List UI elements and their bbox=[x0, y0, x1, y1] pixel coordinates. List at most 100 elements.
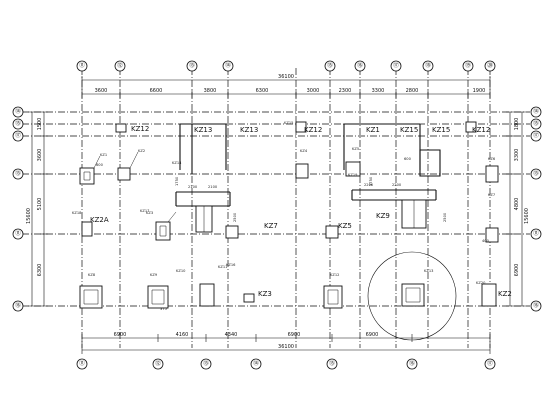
rebar-note: KZ12 bbox=[330, 273, 339, 277]
axis-label: ⑰ bbox=[533, 131, 539, 139]
column bbox=[79, 167, 95, 185]
column bbox=[401, 283, 425, 307]
dimension-value: 6900 bbox=[288, 332, 301, 338]
axis-label: ⑪ bbox=[15, 229, 21, 237]
column-label: KZ13 bbox=[240, 126, 258, 134]
axis-label: ⑬ bbox=[203, 359, 209, 367]
axis-label: ⑯ bbox=[409, 359, 415, 367]
inner-dimension: 2500 bbox=[443, 212, 447, 222]
column-label: KZ9 bbox=[376, 212, 390, 220]
column bbox=[243, 293, 255, 303]
horizontal-axis-lines bbox=[22, 111, 530, 307]
inner-dimension: 2100 bbox=[208, 185, 218, 189]
dimension-value: 2300 bbox=[339, 88, 352, 94]
rebar-note: KZ9 bbox=[150, 273, 158, 277]
dimension-total: 36100 bbox=[278, 74, 294, 80]
inner-dimension: 2200 bbox=[364, 183, 374, 187]
dimension-value: 6300 bbox=[37, 264, 43, 277]
dimension-total: 15600 bbox=[524, 208, 530, 224]
dimension-value: 1500 bbox=[37, 118, 43, 131]
dimension-value: 3600 bbox=[37, 149, 43, 162]
column-label: KZ12 bbox=[304, 126, 322, 134]
dimension-value: 3300 bbox=[514, 149, 520, 162]
column bbox=[323, 285, 343, 309]
left-axis-bubbles: ⑭ ⑮ ⑰ ⑬ ⑪ ⑯ bbox=[12, 106, 24, 312]
right-axis-bubbles: ⑭ ⑮ ⑰ ⑬ ⑪ ⑯ bbox=[530, 106, 542, 312]
column bbox=[345, 161, 361, 177]
column-label: KZ7 bbox=[264, 222, 278, 230]
rebar-note: KZ10 bbox=[176, 269, 186, 273]
top-axis-bubbles: ⑪ ⑫ ⑬ ⑭ ⑮ ⑯ ⑰ ⑱ ⑲ ⑳ bbox=[76, 60, 496, 72]
dimension-total: 36100 bbox=[278, 344, 294, 350]
inner-dimension: 2500 bbox=[233, 212, 237, 222]
rebar-note: KZ5 bbox=[352, 147, 359, 151]
inner-dimension: 2100 bbox=[188, 185, 198, 189]
column bbox=[485, 227, 499, 243]
axis-label: ⑭ bbox=[15, 107, 21, 115]
dimension-value: 3800 bbox=[204, 88, 217, 94]
axis-label: ⑭ bbox=[533, 107, 539, 115]
dimension-value: 2800 bbox=[406, 88, 419, 94]
column bbox=[81, 221, 93, 237]
core-walls bbox=[175, 123, 441, 233]
rebar-note: KZ17 bbox=[140, 209, 149, 213]
inner-dimension: 600 bbox=[404, 157, 412, 161]
rebar-note: KZ19 bbox=[348, 173, 358, 177]
axis-label: ⑬ bbox=[189, 61, 195, 69]
column-labels: KZ12 KZ13 KZ12 KZ1 KZ15 KZ15 KZ12 KZ13 K… bbox=[90, 125, 512, 298]
dimension-value: 6900 bbox=[114, 332, 127, 338]
axis-label: ⑳ bbox=[487, 61, 493, 69]
axis-label: ⑯ bbox=[15, 301, 21, 309]
column bbox=[155, 221, 171, 241]
dimension-value: 6900 bbox=[514, 264, 520, 277]
axis-label: ⑮ bbox=[329, 359, 335, 367]
axis-label: ⑯ bbox=[357, 61, 363, 69]
dimension-value: 6300 bbox=[256, 88, 269, 94]
inner-dimension: 375 bbox=[160, 307, 167, 311]
column bbox=[225, 225, 239, 239]
axis-label: ⑮ bbox=[533, 119, 539, 127]
column-label: KZ15 bbox=[400, 126, 418, 134]
right-dimensions: 1800 3300 4800 6900 15600 bbox=[506, 111, 530, 307]
axis-label: ⑬ bbox=[15, 169, 21, 177]
inner-dimension: 600 bbox=[96, 163, 104, 167]
column bbox=[485, 165, 499, 183]
dimension-value: 4800 bbox=[514, 198, 520, 211]
column-label: KZ12 bbox=[131, 125, 149, 133]
axis-label: ⑫ bbox=[117, 61, 123, 69]
top-dimensions: 36100 3600 6600 3800 6300 3000 2300 3300… bbox=[81, 74, 491, 98]
column-label: KZ3 bbox=[258, 290, 272, 298]
dimension-value: 4340 bbox=[225, 332, 238, 338]
inner-dimensions: 2100 2100 2200 2200 2500 2500 1750 1750 … bbox=[96, 157, 490, 311]
column bbox=[79, 285, 103, 309]
rebar-note: KZ7 bbox=[488, 193, 495, 197]
inner-dimension: 400 bbox=[482, 239, 490, 243]
inner-dimension: 2200 bbox=[392, 183, 402, 187]
rebar-note: KZ8 bbox=[88, 273, 96, 277]
rebar-note: KZ4 bbox=[300, 149, 308, 153]
rebar-note: KZ1 bbox=[100, 153, 107, 157]
axis-label: ⑱ bbox=[425, 61, 431, 69]
dimension-value: 6600 bbox=[150, 88, 163, 94]
rebar-note: KZ16 bbox=[226, 263, 236, 267]
column-label: KZ12 bbox=[472, 126, 490, 134]
column bbox=[295, 121, 307, 133]
column-label: KZ1 bbox=[366, 126, 380, 134]
column bbox=[295, 163, 309, 179]
axis-label: ⑮ bbox=[15, 119, 21, 127]
rebar-note: KZ13 bbox=[424, 269, 433, 273]
rebar-note: KZ11 bbox=[218, 265, 227, 269]
column bbox=[325, 225, 339, 239]
column-label: KZ13 bbox=[194, 126, 212, 134]
rebar-note: KZ20 bbox=[476, 281, 486, 285]
detail-circle bbox=[367, 251, 457, 341]
axis-label: ⑮ bbox=[327, 61, 333, 69]
rebar-note: KZ18 bbox=[72, 211, 82, 215]
dimension-value: 4160 bbox=[176, 332, 189, 338]
rebar-note: KZ3 bbox=[146, 211, 153, 215]
rebar-note: KZ2 bbox=[138, 149, 145, 153]
axis-label: ⑰ bbox=[487, 359, 493, 367]
column-label: KZ2A bbox=[90, 216, 109, 224]
axis-label: ⑪ bbox=[533, 229, 539, 237]
axis-label: ⑭ bbox=[225, 61, 231, 69]
